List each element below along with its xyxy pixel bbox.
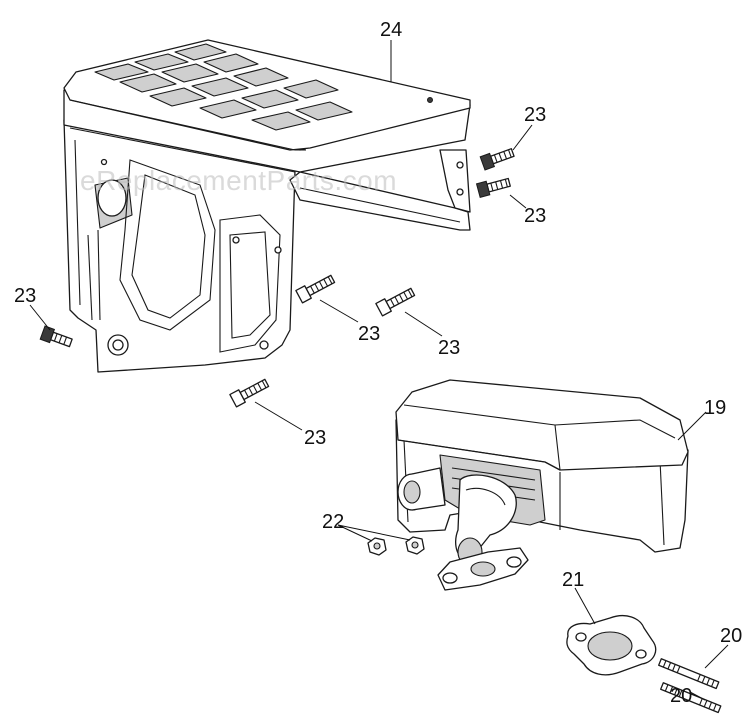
bolt-part-23-top-a (479, 148, 515, 171)
callout-23-top-a: 23 (524, 104, 546, 126)
callouts: 24 23 23 23 23 23 23 19 22 21 20 20 (14, 19, 742, 707)
blower-housing-part-24 (63, 39, 471, 373)
callout-23-mid-a: 23 (358, 323, 380, 345)
stud-part-20-b (660, 682, 722, 714)
bolt-part-23-mid-a (295, 274, 336, 304)
callout-22: 22 (322, 511, 344, 533)
bolt-part-23-low (229, 378, 270, 408)
callout-23-mid-b: 23 (438, 337, 460, 359)
nut-part-22-b (405, 536, 425, 555)
callout-21: 21 (562, 569, 584, 591)
watermark: eReplacementParts.com (80, 165, 397, 196)
callout-23-low: 23 (304, 427, 326, 449)
bolt-part-23-top-b (475, 177, 511, 198)
air-cleaner-part-19 (395, 379, 689, 591)
bolt-part-23-mid-b (375, 287, 416, 317)
stud-part-20-a (658, 658, 720, 690)
callout-23-top-b: 23 (524, 205, 546, 227)
bolt-part-23-left (39, 325, 73, 348)
callout-19: 19 (704, 397, 726, 419)
leader-lines (29, 40, 729, 701)
callout-20-a: 20 (720, 625, 742, 647)
callout-24: 24 (380, 19, 402, 41)
nut-part-22-a (367, 537, 387, 556)
gasket-part-21 (566, 614, 657, 676)
vent-grille (94, 43, 353, 131)
callout-20-b: 20 (670, 685, 692, 707)
callout-23-left: 23 (14, 285, 36, 307)
